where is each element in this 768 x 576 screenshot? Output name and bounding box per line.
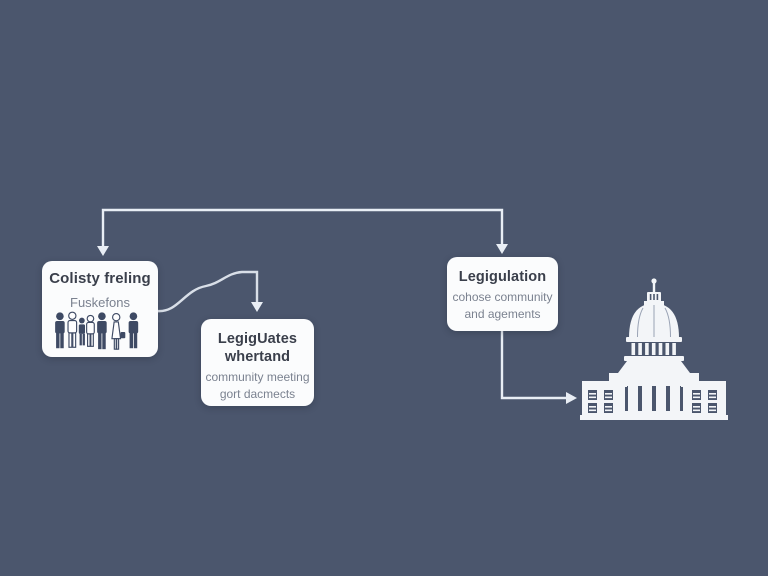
node-title-line2: whertand [224, 349, 291, 365]
node-title-line1: LegigUates [217, 331, 298, 347]
node-subtitle: Fuskefons [70, 295, 130, 310]
connector-community-to-meeting [156, 270, 263, 313]
connector-legislation-to-capitol [500, 331, 577, 404]
node-subtitle-line2: and agements [464, 306, 541, 321]
node-subtitle-line1: community meeting [205, 370, 310, 384]
node-subtitle-line1: cohose community [452, 290, 553, 304]
node-community-feeling: Colisty freling Fuskefons [42, 261, 158, 357]
node-title: Legigulation [458, 269, 547, 285]
people-group-icon [55, 311, 139, 350]
node-subtitle-line2: gort dacmects [219, 386, 296, 401]
node-legislation: Legigulation cohose community and agemen… [447, 257, 558, 331]
capitol-building-icon [580, 278, 728, 420]
node-legislates-meeting: LegigUates whertand community meeting go… [201, 319, 314, 406]
node-title: Colisty freling [49, 270, 151, 287]
connector-top-branch [97, 208, 508, 256]
